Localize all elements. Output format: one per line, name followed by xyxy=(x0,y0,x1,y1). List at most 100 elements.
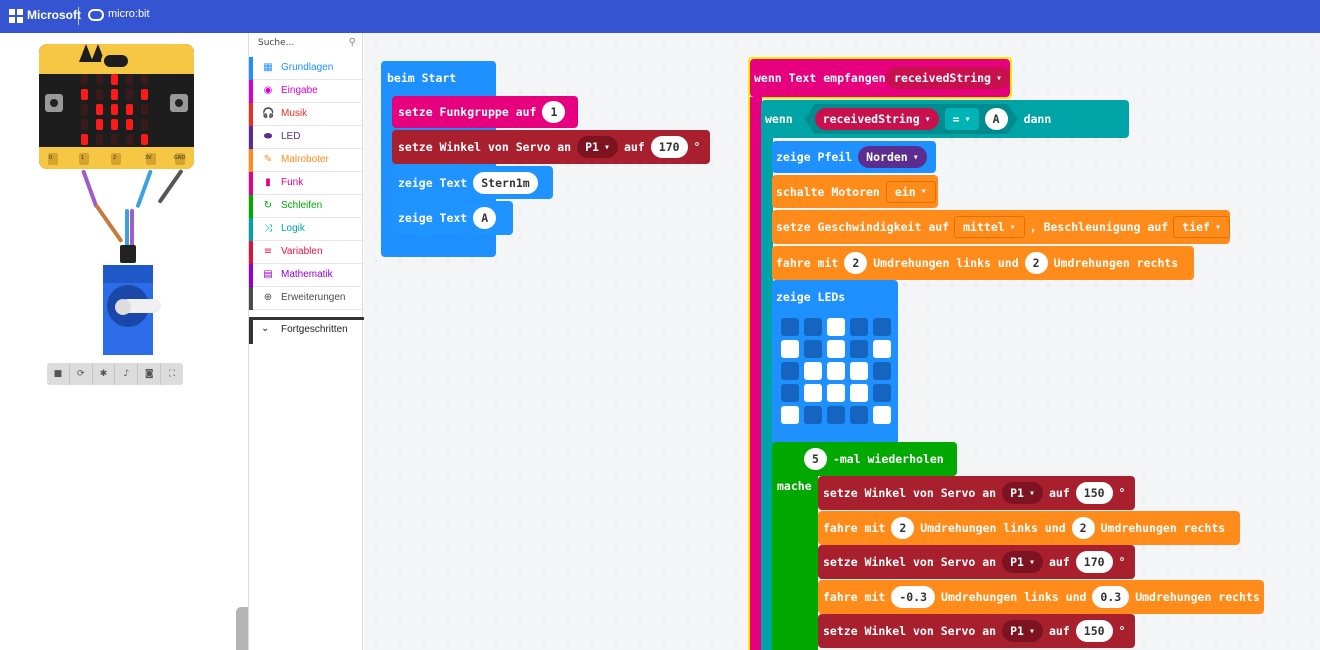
search-icon[interactable]: ⚲ xyxy=(348,37,356,48)
operator-dropdown[interactable]: = xyxy=(945,108,979,130)
led-cell[interactable] xyxy=(781,318,799,336)
led-cell[interactable] xyxy=(827,406,845,424)
servo-pin-dropdown[interactable]: P1 xyxy=(577,136,618,158)
touch-logo[interactable] xyxy=(101,52,131,70)
radio-group-value[interactable]: 1 xyxy=(542,101,566,123)
led-cell[interactable] xyxy=(827,340,845,358)
speed-block[interactable]: setze Geschwindigkeit auf mittel , Besch… xyxy=(772,210,1230,244)
on-received-header[interactable]: wenn Text empfangen receivedString xyxy=(750,59,1010,97)
category-malroboter[interactable]: ✎Malroboter xyxy=(249,149,364,172)
servo-pin-dropdown[interactable]: P1 xyxy=(1002,482,1043,504)
motors-dropdown[interactable]: ein xyxy=(885,180,936,203)
screenshot-icon[interactable]: ◙ xyxy=(138,363,162,385)
show-leds-block[interactable]: zeige LEDs xyxy=(772,280,898,446)
led-cell[interactable] xyxy=(827,318,845,336)
led-cell[interactable] xyxy=(850,406,868,424)
category-led[interactable]: ⬬LED xyxy=(249,126,364,149)
left-rotations-value[interactable]: -0.3 xyxy=(891,585,936,608)
category-musik[interactable]: 🎧Musik xyxy=(249,103,364,126)
show-arrow-block[interactable]: zeige Pfeil Norden xyxy=(772,141,936,173)
debug-icon[interactable]: ✱ xyxy=(93,363,116,385)
compare-var[interactable]: receivedString xyxy=(815,108,939,130)
scrollbar-thumb[interactable] xyxy=(236,607,248,650)
microbit-brand[interactable]: micro:bit xyxy=(108,8,150,20)
button-a[interactable] xyxy=(45,94,63,112)
led-cell[interactable] xyxy=(850,362,868,380)
set-radio-group-block[interactable]: setze Funkgruppe auf 1 xyxy=(392,96,578,128)
sound-icon[interactable]: ♪ xyxy=(115,363,139,385)
led-cell[interactable] xyxy=(850,340,868,358)
search-input[interactable]: Suche... ⚲ xyxy=(258,37,358,52)
led-cell[interactable] xyxy=(827,384,845,402)
category-mathematik[interactable]: ▤Mathematik xyxy=(249,264,364,287)
right-rotations-value[interactable]: 2 xyxy=(1071,516,1095,539)
microsoft-logo-icon[interactable] xyxy=(9,9,23,23)
servo-angle-block[interactable]: setze Winkel von Servo an P1 auf 170 ° xyxy=(392,130,710,164)
category-eingabe[interactable]: ◉Eingabe xyxy=(249,80,364,103)
restart-icon[interactable]: ⟳ xyxy=(70,363,93,385)
category-advanced[interactable]: ⌄ Fortgeschritten xyxy=(249,317,364,344)
if-block[interactable]: wenn receivedString = A dann xyxy=(761,100,1129,138)
microsoft-brand[interactable]: Microsoft xyxy=(27,8,81,22)
servo-pin-dropdown[interactable]: P1 xyxy=(1002,551,1043,573)
right-rotations-value[interactable]: 2 xyxy=(1024,252,1048,274)
led-cell[interactable] xyxy=(804,362,822,380)
pin-gnd[interactable] xyxy=(175,153,185,165)
servo-motor[interactable] xyxy=(103,265,161,355)
category-grundlagen[interactable]: ▦Grundlagen xyxy=(249,57,364,80)
servo-pin-dropdown[interactable]: P1 xyxy=(1002,620,1043,642)
drive-block[interactable]: fahre mit 2 Umdrehungen links und 2 Umdr… xyxy=(772,246,1194,280)
category-schleifen[interactable]: ↻Schleifen xyxy=(249,195,364,218)
servo-angle-value[interactable]: 150 xyxy=(1075,482,1113,504)
right-rotations-value[interactable]: 0.3 xyxy=(1092,585,1130,608)
servo-angle-value[interactable]: 170 xyxy=(1075,551,1113,573)
led-cell[interactable] xyxy=(781,406,799,424)
category-logik[interactable]: ⤨Logik xyxy=(249,218,364,241)
led-cell[interactable] xyxy=(873,340,891,358)
led-cell[interactable] xyxy=(873,384,891,402)
pin-0[interactable] xyxy=(48,153,58,165)
led-cell[interactable] xyxy=(781,362,799,380)
arrow-direction-dropdown[interactable]: Norden xyxy=(858,146,927,168)
acceleration-dropdown[interactable]: tief xyxy=(1173,216,1230,238)
servo-angle-value[interactable]: 150 xyxy=(1075,620,1113,642)
led-editor-grid[interactable] xyxy=(781,318,893,430)
fullscreen-icon[interactable]: ⛶ xyxy=(168,369,176,379)
compare-value[interactable]: A xyxy=(985,108,1008,130)
led-cell[interactable] xyxy=(804,406,822,424)
left-rotations-value[interactable]: 2 xyxy=(844,252,868,274)
pin-2[interactable] xyxy=(111,153,121,165)
show-text-block[interactable]: zeige Text A xyxy=(392,201,513,235)
stop-icon[interactable]: ■ xyxy=(47,363,70,385)
repeat-block[interactable]: 5 -mal wiederholen xyxy=(772,442,957,476)
led-cell[interactable] xyxy=(850,318,868,336)
received-string-var[interactable]: receivedString xyxy=(886,67,1010,89)
servo-angle-block[interactable]: setze Winkel von Servo anP1auf170° xyxy=(818,545,1135,579)
pin-3v[interactable] xyxy=(146,153,156,165)
speed-dropdown[interactable]: mittel xyxy=(954,216,1025,238)
microbit-logo-icon[interactable] xyxy=(88,9,104,21)
servo-angle-block[interactable]: setze Winkel von Servo anP1auf150° xyxy=(818,476,1135,510)
show-text-block[interactable]: zeige Text Stern1m xyxy=(392,166,553,199)
button-b[interactable] xyxy=(170,94,188,112)
led-cell[interactable] xyxy=(804,340,822,358)
comparison[interactable]: receivedString = A xyxy=(805,104,1018,134)
led-cell[interactable] xyxy=(873,406,891,424)
pin-1[interactable] xyxy=(79,153,89,165)
category-variablen[interactable]: ≡Variablen xyxy=(249,241,364,264)
led-cell[interactable] xyxy=(804,318,822,336)
servo-angle-value[interactable]: 170 xyxy=(650,136,688,158)
category-funk[interactable]: ▮Funk xyxy=(249,172,364,195)
text-value[interactable]: A xyxy=(473,207,497,229)
led-cell[interactable] xyxy=(873,318,891,336)
left-rotations-value[interactable]: 2 xyxy=(891,516,915,539)
text-value[interactable]: Stern1m xyxy=(473,171,538,194)
led-cell[interactable] xyxy=(850,384,868,402)
motors-block[interactable]: schalte Motoren ein xyxy=(772,175,938,208)
led-cell[interactable] xyxy=(873,362,891,380)
led-cell[interactable] xyxy=(781,340,799,358)
led-cell[interactable] xyxy=(827,362,845,380)
blocks-workspace[interactable]: beim Start setze Funkgruppe auf 1 setze … xyxy=(364,33,1320,650)
